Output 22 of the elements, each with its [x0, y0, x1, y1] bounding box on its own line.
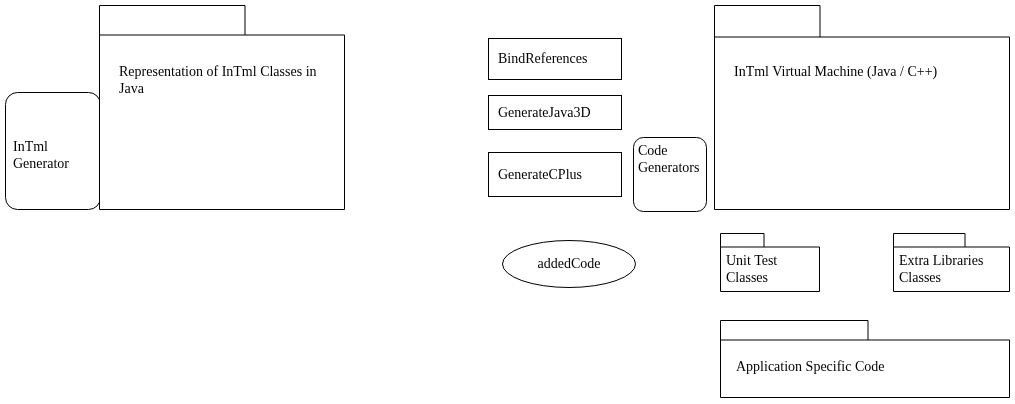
node-label: addedCode: [536, 255, 602, 272]
class-box: [488, 95, 622, 130]
node-label: InTml Virtual Machine (Java / C++): [734, 63, 939, 80]
node-label: Unit Test Classes: [726, 252, 779, 286]
package-box: [720, 320, 1010, 398]
package-box: [893, 233, 1010, 292]
node-label: Extra Libraries Classes: [899, 252, 985, 286]
node-label: BindReferences: [498, 50, 589, 67]
node-label: GenerateJava3D: [498, 104, 592, 121]
rounded-box: [633, 137, 707, 212]
package-box: [99, 5, 345, 210]
node-label: GenerateCPlus: [498, 166, 583, 183]
node-label: Representation of InTml Classes in Java: [119, 63, 318, 97]
node-label: Application Specific Code: [736, 358, 886, 375]
ellipse-node: [502, 240, 636, 288]
node-label: Code Generators: [638, 142, 701, 176]
node-label: InTml Generator: [13, 138, 70, 172]
rounded-box: [5, 92, 101, 210]
package-box: [720, 233, 820, 292]
class-box: [488, 38, 622, 80]
class-box: [488, 152, 622, 197]
package-box: [714, 5, 1010, 210]
